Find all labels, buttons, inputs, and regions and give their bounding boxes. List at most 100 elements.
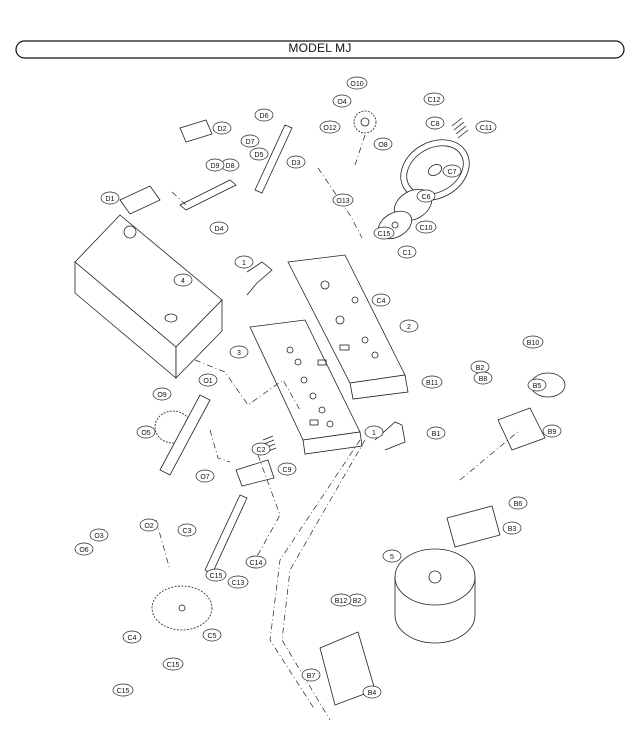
label-o1: O1 <box>198 373 218 387</box>
label-b6: B6 <box>508 496 528 510</box>
label-b2-upper: B2 <box>470 360 490 374</box>
label-b10: B10 <box>522 335 544 349</box>
svg-text:C9: C9 <box>283 467 292 474</box>
label-b12: B12 <box>330 593 352 607</box>
label-d3: D3 <box>286 155 306 169</box>
label-o5: O5 <box>136 425 156 439</box>
label-o3: O3 <box>89 528 109 542</box>
label-o8: O8 <box>373 137 393 151</box>
label-d5: D5 <box>249 147 269 161</box>
svg-text:O10: O10 <box>350 81 363 88</box>
svg-text:C7: C7 <box>448 169 457 176</box>
spring-c8 <box>451 117 469 139</box>
label-b7: B7 <box>301 668 321 682</box>
svg-text:C10: C10 <box>420 225 433 232</box>
chain-routing-lines <box>155 134 521 721</box>
bar-d4 <box>179 179 237 211</box>
label-o13: O13 <box>332 193 354 207</box>
svg-text:B2: B2 <box>353 598 362 605</box>
label-d2: D2 <box>212 121 232 135</box>
svg-text:D8: D8 <box>226 163 235 170</box>
bracket-d2 <box>179 119 213 143</box>
svg-text:B7: B7 <box>307 673 316 680</box>
svg-text:B11: B11 <box>426 380 438 387</box>
label-2: 2 <box>399 319 419 333</box>
label-c8: C8 <box>425 116 445 130</box>
svg-text:O9: O9 <box>157 392 166 399</box>
bracket-d1 <box>119 185 161 215</box>
label-c13: C13 <box>227 575 249 589</box>
svg-text:C4: C4 <box>128 635 137 642</box>
svg-text:O7: O7 <box>200 474 209 481</box>
svg-text:C15: C15 <box>378 231 391 238</box>
label-5: 5 <box>382 549 402 563</box>
svg-text:C15: C15 <box>117 688 130 695</box>
label-d1: D1 <box>100 191 120 205</box>
sprocket-c5 <box>151 585 213 631</box>
svg-text:C14: C14 <box>250 560 263 567</box>
svg-text:B6: B6 <box>514 501 523 508</box>
chassis-plate-2 <box>287 254 409 400</box>
bracket-b3 <box>446 505 501 548</box>
block-b9 <box>497 407 546 451</box>
label-c5: C5 <box>202 628 222 642</box>
label-b9: B9 <box>542 424 562 438</box>
svg-text:C13: C13 <box>232 580 245 587</box>
svg-text:2: 2 <box>407 324 411 331</box>
svg-text:C11: C11 <box>480 125 492 132</box>
bracket-1-lower <box>374 421 406 451</box>
svg-text:O5: O5 <box>141 430 150 437</box>
svg-text:4: 4 <box>181 278 185 285</box>
sprocket-o5 <box>154 394 211 476</box>
label-c4-lower: C4 <box>122 630 142 644</box>
svg-text:B4: B4 <box>368 690 377 697</box>
spring-c9 <box>262 435 277 453</box>
label-o10: O10 <box>346 76 368 90</box>
label-c12: C12 <box>423 92 445 106</box>
svg-text:C5: C5 <box>208 633 217 640</box>
label-c4-upper: C4 <box>371 293 391 307</box>
svg-text:B5: B5 <box>533 383 542 390</box>
label-c3: C3 <box>177 523 197 537</box>
label-c15-b: C15 <box>205 568 227 582</box>
label-b8: B8 <box>473 371 493 385</box>
label-o2: O2 <box>139 518 159 532</box>
pulley-c7 <box>400 139 470 201</box>
svg-text:D5: D5 <box>255 152 264 159</box>
svg-text:O1: O1 <box>203 378 212 385</box>
label-c15-a: C15 <box>373 226 395 240</box>
chassis-plate-3 <box>249 319 363 455</box>
label-1-upper: 1 <box>234 255 254 269</box>
svg-text:C15: C15 <box>210 573 223 580</box>
label-o9: O9 <box>152 387 172 401</box>
label-d6: D6 <box>254 108 274 122</box>
label-b11: B11 <box>421 375 443 389</box>
bracket-d3 <box>254 124 293 194</box>
svg-text:C8: C8 <box>431 121 440 128</box>
svg-text:3: 3 <box>237 350 241 357</box>
label-c15-d: C15 <box>112 683 134 697</box>
label-b5: B5 <box>527 378 547 392</box>
bracket-c2 <box>235 459 275 487</box>
svg-text:C2: C2 <box>257 447 266 454</box>
svg-text:B9: B9 <box>548 429 557 436</box>
shaft-c3 <box>204 494 248 575</box>
label-b3: B3 <box>502 521 522 535</box>
part-labels: 1 1 2 3 4 5 B1 B2 B2 B3 B4 B5 B6 B7 B8 B… <box>74 76 562 699</box>
svg-text:D4: D4 <box>215 226 224 233</box>
svg-text:C12: C12 <box>428 97 441 104</box>
label-o12: O12 <box>319 120 341 134</box>
label-o4: O4 <box>332 94 352 108</box>
label-4: 4 <box>173 273 193 287</box>
svg-text:B12: B12 <box>335 598 348 605</box>
svg-text:D6: D6 <box>260 113 269 120</box>
svg-text:C4: C4 <box>377 298 386 305</box>
svg-text:1: 1 <box>372 430 376 437</box>
svg-text:B2: B2 <box>476 365 485 372</box>
svg-text:O3: O3 <box>94 533 103 540</box>
svg-text:B1: B1 <box>432 431 441 438</box>
label-c2: C2 <box>251 442 271 456</box>
title-banner <box>15 40 625 59</box>
label-c9: C9 <box>277 462 297 476</box>
label-d7: D7 <box>240 134 260 148</box>
